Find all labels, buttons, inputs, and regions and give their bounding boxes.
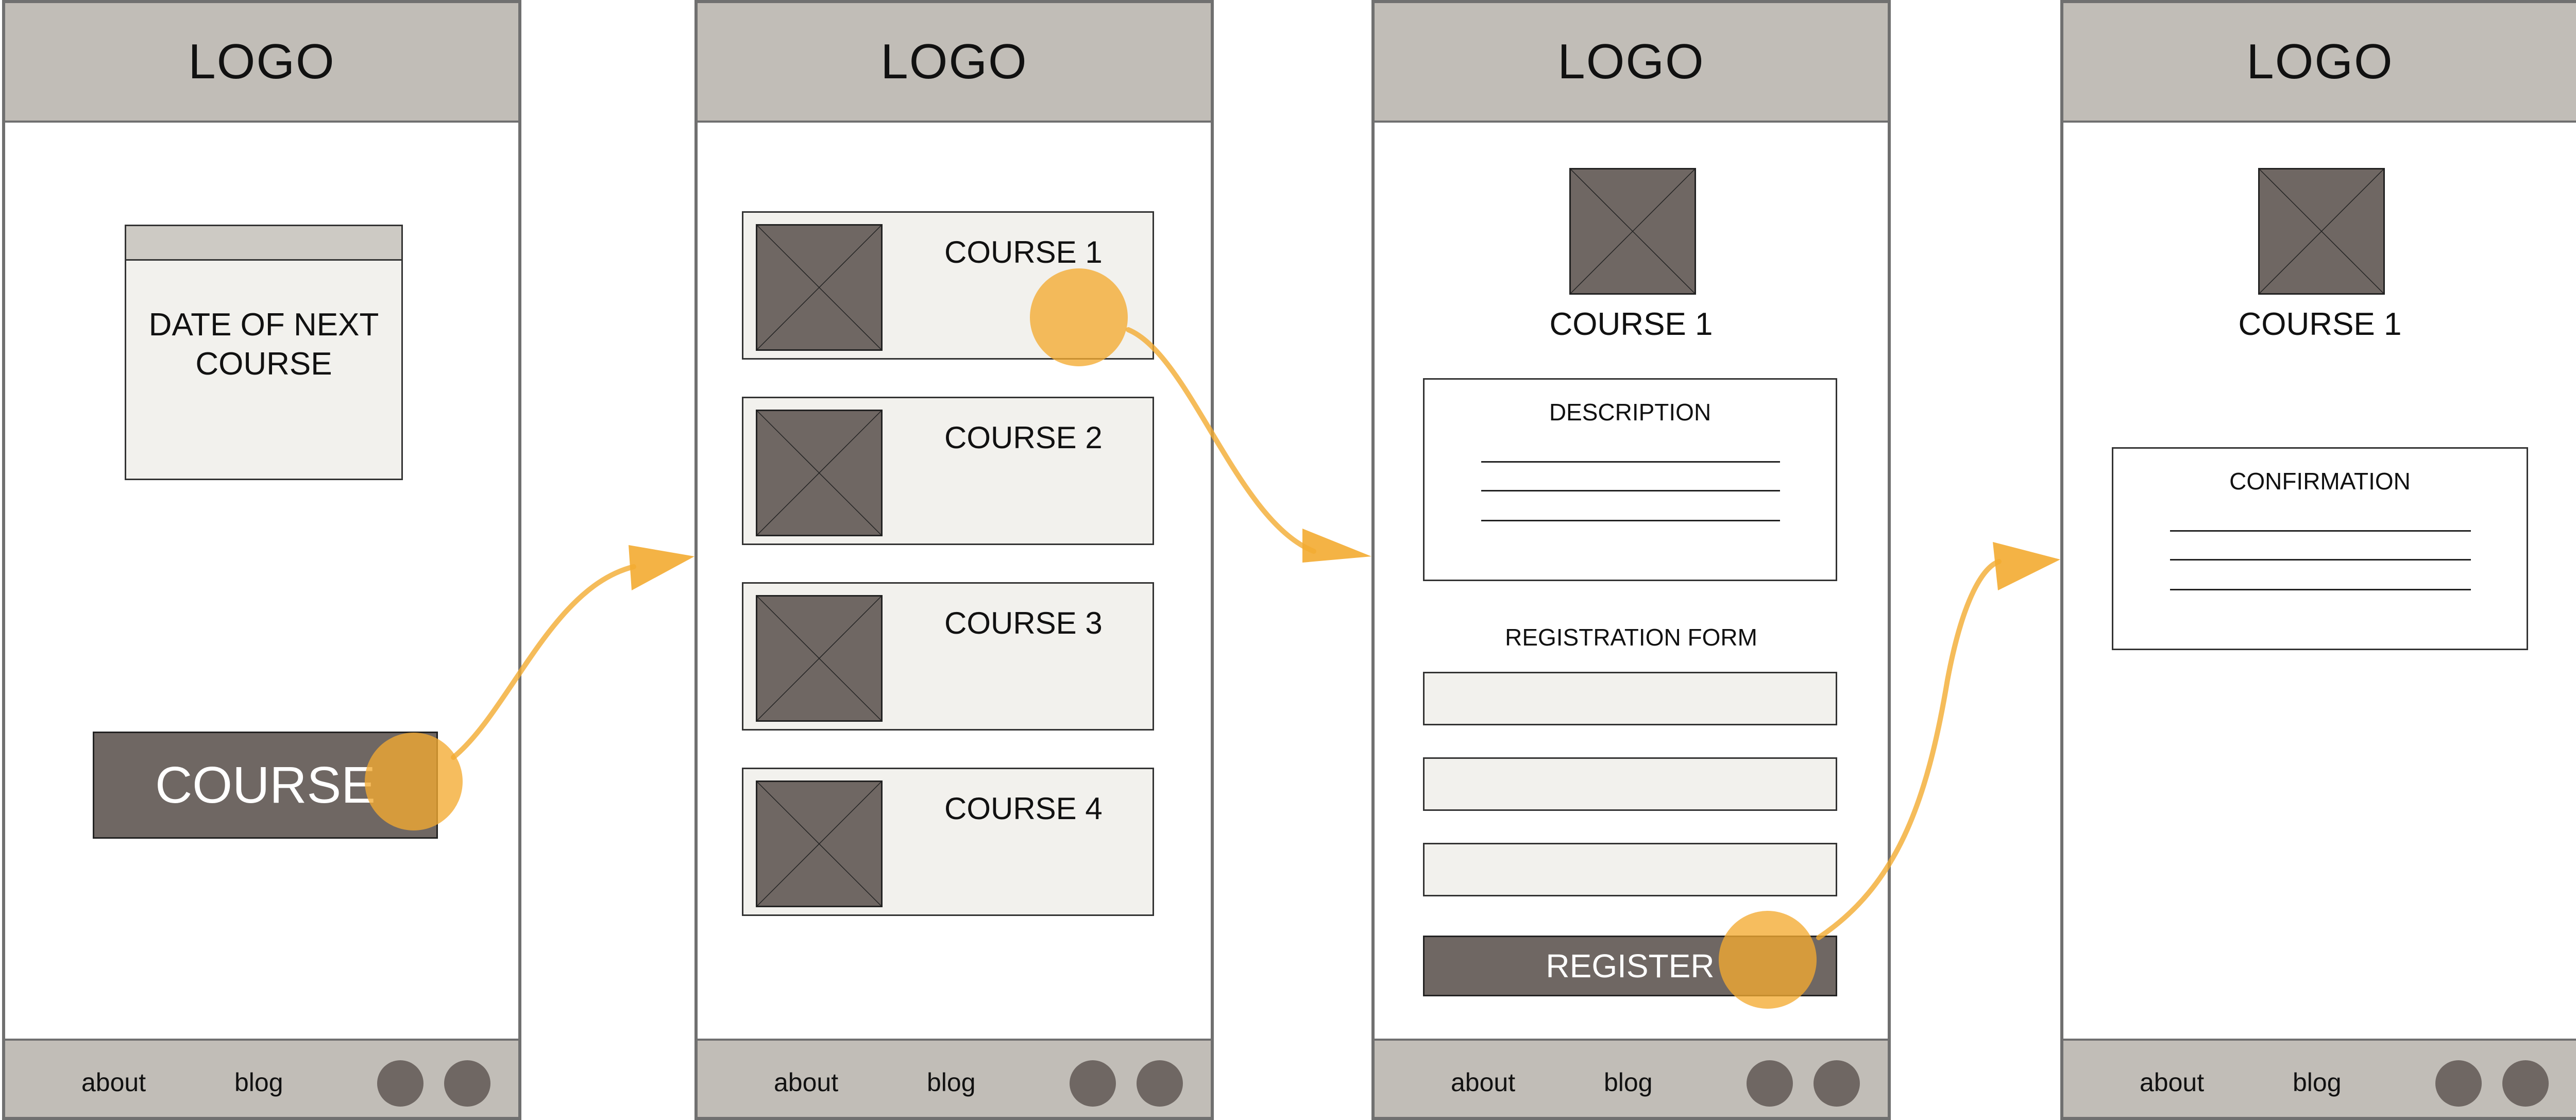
footer-link-about[interactable]: about: [774, 1068, 839, 1097]
course-button-label: COURSE: [155, 756, 376, 814]
social-icon[interactable]: [1747, 1060, 1793, 1107]
image-placeholder-icon: [756, 224, 883, 351]
footer-link-about[interactable]: about: [1451, 1068, 1516, 1097]
logo[interactable]: LOGO: [2246, 34, 2394, 89]
flow-arrow-path: [1126, 327, 1316, 554]
footer: about blog: [1375, 1039, 1888, 1117]
course-image-placeholder-icon: [1569, 168, 1696, 295]
course-card-title: COURSE 2: [944, 420, 1103, 455]
description-box: DESCRIPTION: [1423, 378, 1837, 581]
registration-form-title: REGISTRATION FORM: [1505, 624, 1757, 651]
social-icon[interactable]: [2435, 1060, 2482, 1107]
social-icon[interactable]: [2502, 1060, 2549, 1107]
course-title: COURSE 1: [1549, 307, 1713, 342]
text-line: [2170, 559, 2471, 561]
next-course-panel: DATE OF NEXT COURSE: [125, 225, 403, 480]
screen-confirmation: LOGO COURSE 1 CONFIRMATION about blog: [2060, 0, 2576, 1120]
arrowhead-icon: [1302, 529, 1371, 563]
course-card[interactable]: COURSE 3: [742, 582, 1154, 731]
confirmation-title: CONFIRMATION: [2229, 468, 2411, 495]
course-card-title: COURSE 4: [944, 791, 1103, 826]
header: LOGO: [698, 3, 1211, 123]
next-course-date-label: DATE OF NEXT COURSE: [148, 307, 379, 382]
text-line: [2170, 530, 2471, 532]
text-line: [1481, 461, 1780, 463]
footer: about blog: [698, 1039, 1211, 1117]
tap-indicator: [1719, 911, 1817, 1009]
footer-link-blog[interactable]: blog: [927, 1068, 976, 1097]
social-icon[interactable]: [444, 1060, 490, 1107]
arrowhead-icon: [1993, 542, 2060, 590]
text-line: [2170, 589, 2471, 590]
footer-link-blog[interactable]: blog: [1604, 1068, 1653, 1097]
registration-field[interactable]: [1423, 843, 1837, 896]
panel-title-bar: [126, 226, 401, 261]
screen-course-detail: LOGO COURSE 1 DESCRIPTION REGISTRATION F…: [1371, 0, 1891, 1120]
footer: about blog: [2063, 1039, 2576, 1117]
course-card-title: COURSE 1: [944, 235, 1103, 269]
registration-field[interactable]: [1423, 757, 1837, 811]
tap-indicator: [1030, 268, 1128, 366]
screen-home: LOGO DATE OF NEXT COURSE COURSE about bl…: [2, 0, 521, 1120]
confirmation-box: CONFIRMATION: [2112, 447, 2528, 650]
social-icon[interactable]: [1814, 1060, 1860, 1107]
image-placeholder-icon: [756, 595, 883, 722]
header: LOGO: [5, 3, 518, 123]
social-icon[interactable]: [1070, 1060, 1116, 1107]
tap-indicator: [365, 733, 463, 830]
header: LOGO: [2063, 3, 2576, 123]
logo[interactable]: LOGO: [880, 34, 1028, 89]
social-icon[interactable]: [1137, 1060, 1183, 1107]
footer-link-about[interactable]: about: [81, 1068, 146, 1097]
logo[interactable]: LOGO: [188, 34, 335, 89]
footer-link-about[interactable]: about: [2140, 1068, 2205, 1097]
footer-link-blog[interactable]: blog: [234, 1068, 283, 1097]
arrowhead-icon: [629, 545, 694, 590]
register-button-label: REGISTER: [1546, 947, 1715, 985]
registration-field[interactable]: [1423, 672, 1837, 725]
text-line: [1481, 490, 1780, 491]
description-title: DESCRIPTION: [1549, 399, 1711, 426]
course-title: COURSE 1: [2238, 307, 2402, 342]
header: LOGO: [1375, 3, 1888, 123]
course-image-placeholder-icon: [2258, 168, 2385, 295]
text-line: [1481, 520, 1780, 521]
logo[interactable]: LOGO: [1557, 34, 1705, 89]
flow-arrow-path: [1816, 559, 2002, 940]
image-placeholder-icon: [756, 780, 883, 907]
footer-link-blog[interactable]: blog: [2293, 1068, 2342, 1097]
flow-arrow-path: [451, 564, 636, 760]
social-icon[interactable]: [377, 1060, 423, 1107]
course-card[interactable]: COURSE 2: [742, 397, 1154, 545]
footer: about blog: [5, 1039, 518, 1117]
course-card[interactable]: COURSE 4: [742, 768, 1154, 916]
image-placeholder-icon: [756, 410, 883, 536]
course-card-title: COURSE 3: [944, 606, 1103, 640]
